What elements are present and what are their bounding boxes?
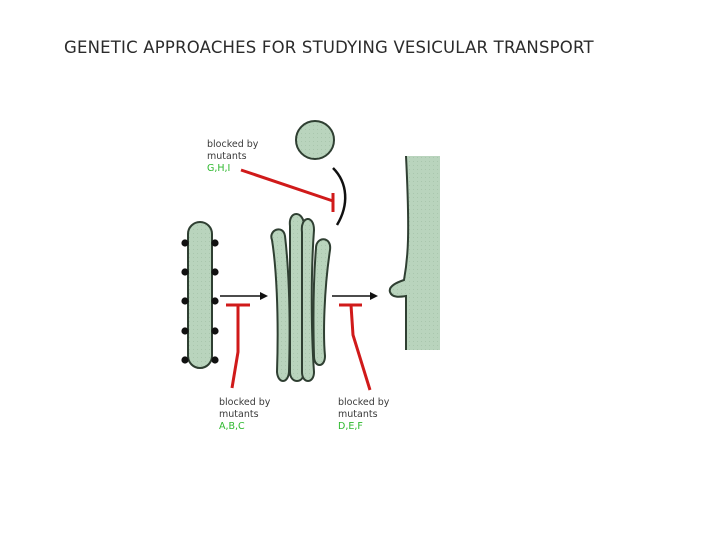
diagram-title: GENETIC APPROACHES FOR STUDYING VESICULA… (64, 38, 594, 57)
secretory-vesicle (295, 120, 335, 160)
label-mutants: D,E,F (338, 421, 363, 432)
transport-arrow-er-to-golgi (220, 292, 268, 300)
ribosomes (181, 239, 219, 364)
label-mutants: G,H,I (207, 163, 231, 174)
golgi-apparatus (270, 213, 332, 382)
label-blocked-right: blocked by mutants D,E,F (338, 397, 389, 433)
vesicle-fusion-arc (332, 167, 347, 226)
label-blocked-left: blocked by mutants A,B,C (219, 397, 270, 433)
label-line1: blocked by (207, 139, 259, 150)
transport-arrow-golgi-to-surface (332, 292, 378, 300)
block-indicator-right (339, 303, 372, 391)
label-line2: mutants (207, 151, 247, 162)
plasma-membrane (388, 155, 440, 350)
label-blocked-top: blocked by mutants G,H,I (207, 139, 258, 175)
endoplasmic-reticulum (187, 221, 213, 369)
block-indicator-top (240, 168, 335, 212)
label-line1: blocked by (219, 397, 271, 408)
label-line1: blocked by (338, 397, 390, 408)
label-line2: mutants (219, 409, 259, 420)
label-mutants: A,B,C (219, 421, 245, 432)
label-line2: mutants (338, 409, 378, 420)
block-indicator-left (226, 303, 250, 389)
